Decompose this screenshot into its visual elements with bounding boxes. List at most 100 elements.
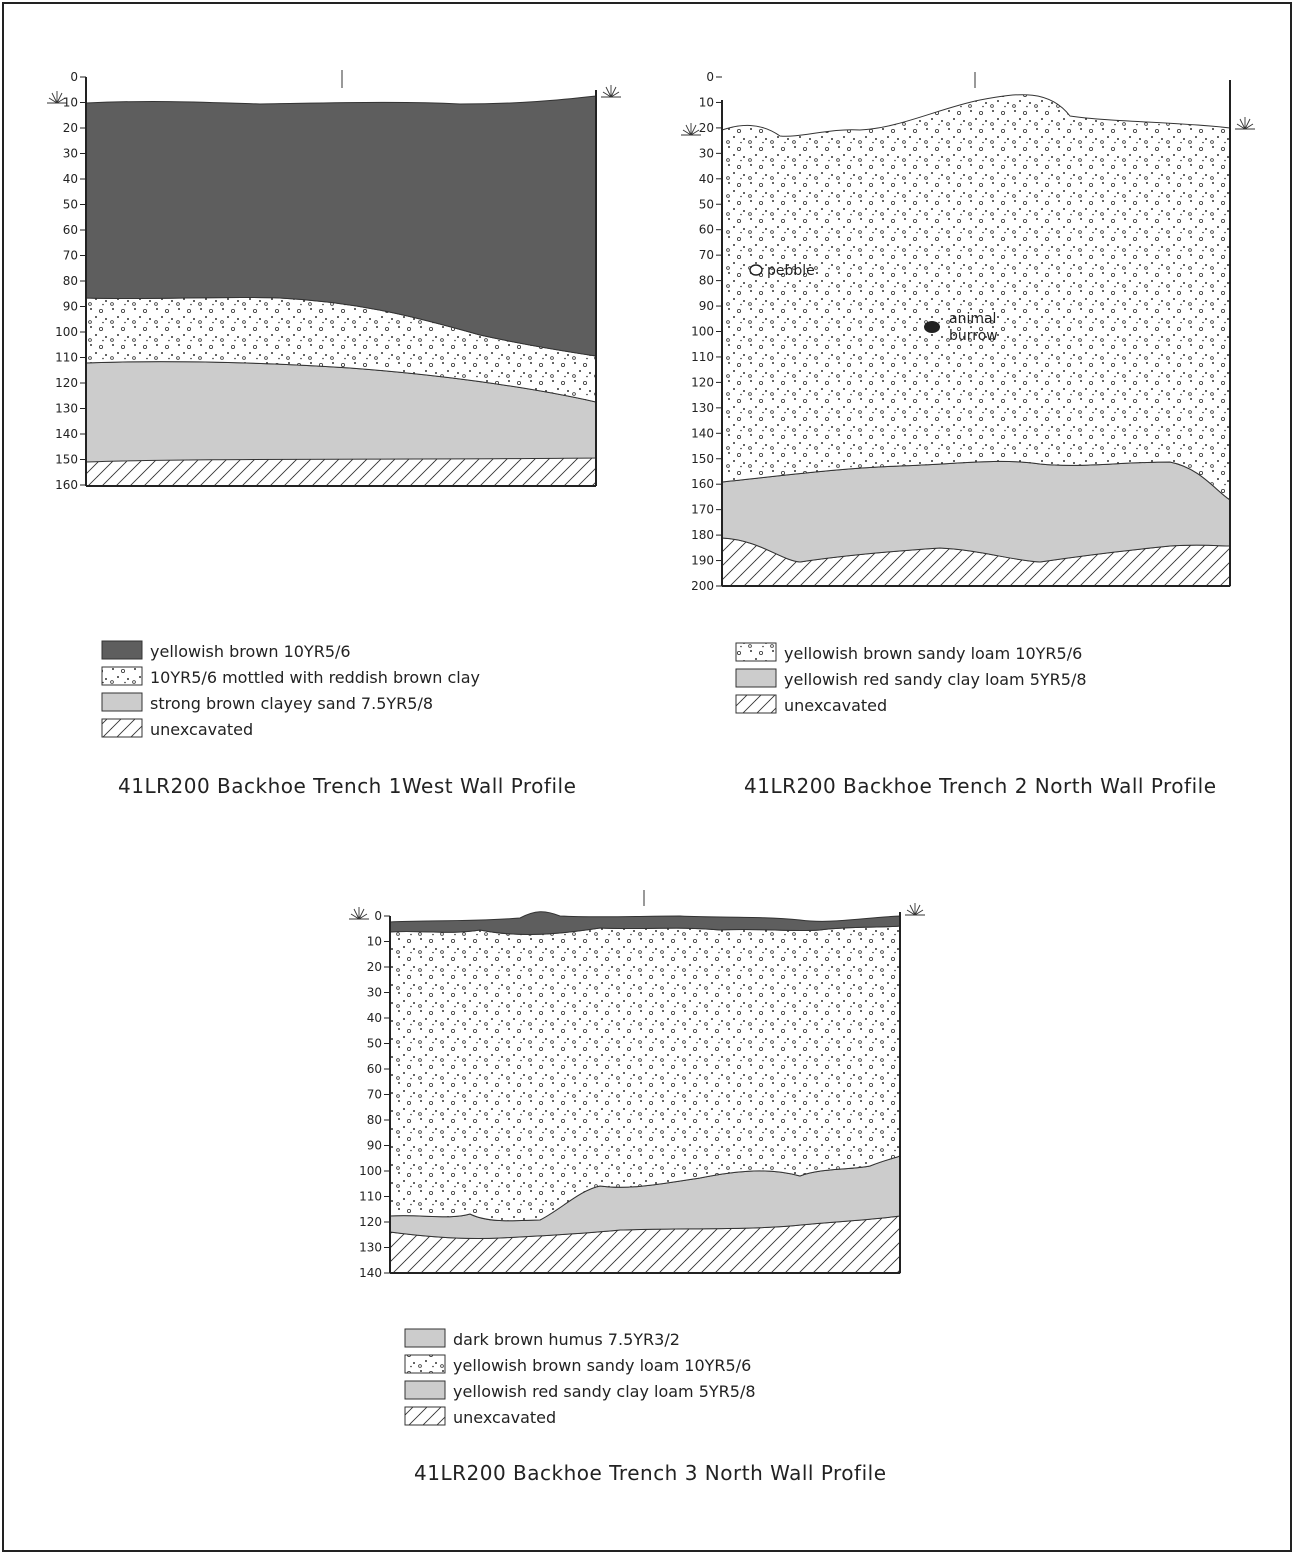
depth-tick-label: 10	[367, 935, 382, 949]
depth-tick-label: 130	[691, 401, 714, 415]
depth-tick-label: 130	[359, 1241, 382, 1255]
depth-tick-label: 70	[367, 1088, 382, 1102]
depth-tick-label: 60	[367, 1062, 382, 1076]
depth-tick-label: 90	[63, 300, 78, 314]
legend-swatch-gray	[404, 1328, 446, 1348]
depth-tick-label: 90	[367, 1139, 382, 1153]
trench3-depth-axis: 0 10 20 30 40 50 60 70 80 90 100 110 120 130 140	[359, 909, 390, 1280]
legend-swatch-gray	[101, 692, 143, 712]
depth-tick-label: 80	[367, 1113, 382, 1127]
depth-tick-label: 80	[63, 274, 78, 288]
depth-tick-label: 10	[63, 96, 78, 110]
legend-label: strong brown clayey sand 7.5YR5/8	[150, 694, 433, 713]
depth-tick-label: 180	[691, 528, 714, 542]
grass-icon	[904, 902, 926, 916]
depth-tick-label: 100	[691, 325, 714, 339]
depth-tick-label: 140	[691, 426, 714, 440]
depth-tick-label: 10	[699, 95, 714, 109]
depth-tick-label: 120	[55, 376, 78, 390]
depth-tick-label: 20	[367, 960, 382, 974]
depth-tick-label: 40	[367, 1011, 382, 1025]
legend-label: yellowish red sandy clay loam 5YR5/8	[784, 670, 1087, 689]
depth-tick-label: 0	[706, 70, 714, 84]
grass-icon	[348, 906, 370, 920]
depth-tick-label: 50	[63, 198, 78, 212]
depth-tick-label: 90	[699, 299, 714, 313]
legend-label: unexcavated	[453, 1408, 556, 1427]
legend-label: yellowish brown sandy loam 10YR5/6	[453, 1356, 751, 1375]
depth-tick-label: 110	[55, 351, 78, 365]
depth-tick-label: 40	[63, 172, 78, 186]
trench1-depth-axis: 0 10 20 30 40 50 60 70 80 90 100 110 120 130 140 150 160	[55, 70, 86, 492]
legend-label: yellowish brown sandy loam 10YR5/6	[784, 644, 1082, 663]
depth-tick-label: 120	[359, 1215, 382, 1229]
depth-tick-label: 30	[367, 986, 382, 1000]
depth-tick-label: 150	[691, 452, 714, 466]
profile-trench-1: 0 10 20 30 40 50 60 70 80 90 100 110 120 130 140 150 160	[46, 70, 622, 492]
depth-tick-label: 140	[55, 427, 78, 441]
depth-tick-label: 60	[63, 223, 78, 237]
depth-tick-label: 30	[63, 147, 78, 161]
depth-tick-label: 160	[55, 478, 78, 492]
legend-swatch-dots	[735, 642, 777, 662]
depth-tick-label: 100	[55, 325, 78, 339]
burrow-label-line2: burrow	[949, 328, 998, 344]
depth-tick-label: 20	[699, 121, 714, 135]
depth-tick-label: 100	[359, 1164, 382, 1178]
legend-swatch-dots	[101, 666, 143, 686]
depth-tick-label: 140	[359, 1266, 382, 1280]
profile-trench-2: pebble animal burrow 0 10 20 30 40 50 60 70 80 90…	[680, 70, 1256, 593]
depth-tick-label: 70	[699, 248, 714, 262]
legend-swatch-hatch	[404, 1406, 446, 1426]
legend-swatch-dark	[101, 640, 143, 660]
legend-swatch-hatch	[101, 718, 143, 738]
depth-tick-label: 170	[691, 503, 714, 517]
trench2-depth-axis: 0 10 20 30 40 50 60 70 80 90 100 110 120 130 140 150 160…	[691, 70, 722, 593]
depth-tick-label: 110	[359, 1190, 382, 1204]
pebble-icon	[749, 264, 763, 276]
depth-tick-label: 50	[367, 1037, 382, 1051]
depth-tick-label: 190	[691, 554, 714, 568]
trench3-caption: 41LR200 Backhoe Trench 3 North Wall Prof…	[414, 1461, 887, 1485]
legend-label: 10YR5/6 mottled with reddish brown clay	[150, 668, 480, 687]
legend-label: unexcavated	[150, 720, 253, 739]
pebble-label: pebble	[767, 263, 815, 279]
legend-label: yellowish red sandy clay loam 5YR5/8	[453, 1382, 756, 1401]
depth-tick-label: 50	[699, 197, 714, 211]
burrow-icon	[924, 321, 940, 333]
legend-label: unexcavated	[784, 696, 887, 715]
depth-tick-label: 0	[70, 70, 78, 84]
legend-swatch-dots	[404, 1354, 446, 1374]
legend-trench-2: yellowish brown sandy loam 10YR5/6 yello…	[735, 642, 1087, 715]
legend-trench-3: dark brown humus 7.5YR3/2 yellowish brow…	[404, 1328, 756, 1427]
depth-tick-label: 0	[374, 909, 382, 923]
depth-tick-label: 60	[699, 223, 714, 237]
depth-tick-label: 200	[691, 579, 714, 593]
depth-tick-label: 130	[55, 402, 78, 416]
legend-swatch-gray	[404, 1380, 446, 1400]
legend-label: yellowish brown 10YR5/6	[150, 642, 351, 661]
depth-tick-label: 20	[63, 121, 78, 135]
depth-tick-label: 80	[699, 274, 714, 288]
profile-trench-3: 0 10 20 30 40 50 60 70 80 90 100 110 120 130 140	[348, 890, 926, 1280]
legend-trench-1: yellowish brown 10YR5/6 10YR5/6 mottled …	[101, 640, 480, 739]
depth-tick-label: 160	[691, 477, 714, 491]
legend-swatch-gray	[735, 668, 777, 688]
trench2-caption: 41LR200 Backhoe Trench 2 North Wall Prof…	[744, 774, 1217, 798]
trench2-dotted-layer	[721, 94, 1231, 501]
trench2-gray-layer	[721, 460, 1231, 563]
burrow-label-line1: animal	[949, 311, 996, 327]
depth-tick-label: 120	[691, 375, 714, 389]
grass-icon	[1234, 116, 1256, 130]
legend-swatch-hatch	[735, 694, 777, 714]
depth-tick-label: 40	[699, 172, 714, 186]
depth-tick-label: 70	[63, 249, 78, 263]
legend-label: dark brown humus 7.5YR3/2	[453, 1330, 680, 1349]
depth-tick-label: 30	[699, 146, 714, 160]
trench1-caption: 41LR200 Backhoe Trench 1West Wall Profil…	[118, 774, 576, 798]
depth-tick-label: 110	[691, 350, 714, 364]
depth-tick-label: 150	[55, 453, 78, 467]
trench1-upper-boundary-unexcavated	[86, 458, 596, 486]
